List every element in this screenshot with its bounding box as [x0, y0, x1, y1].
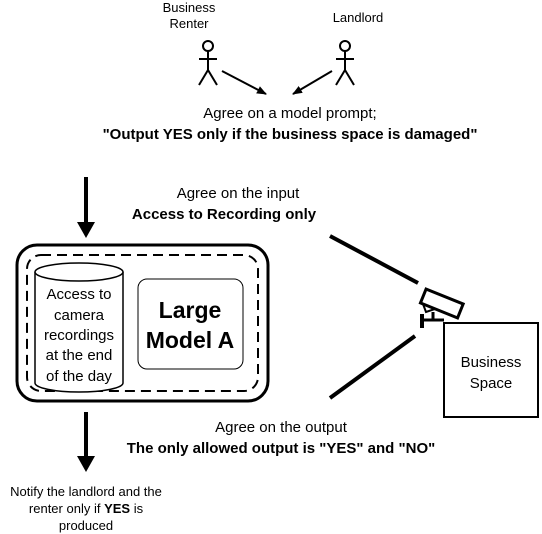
- recordings-line5: of the day: [46, 368, 112, 385]
- renter-label-line2: Renter: [169, 16, 209, 31]
- database-cylinder-icon: [34, 262, 124, 393]
- landlord-arrow: [292, 70, 333, 95]
- renter-label-line1: Business: [163, 0, 216, 15]
- security-camera-icon: [418, 287, 466, 328]
- notify-line2-suffix: is: [130, 501, 144, 516]
- prompt-text: "Output YES only if the business space i…: [103, 126, 478, 143]
- model-line1: Large: [159, 297, 222, 323]
- input-arrow-head: [77, 222, 95, 238]
- recordings-line2: camera: [54, 307, 105, 324]
- stick-figure-icon: [335, 40, 355, 86]
- notify-line1: Notify the landlord and the: [10, 484, 162, 499]
- input-heading: Agree on the input: [177, 185, 300, 202]
- recordings-line3: recordings: [44, 327, 114, 344]
- camera-view-line-bottom: [328, 334, 417, 400]
- output-text: The only allowed output is "YES" and "NO…: [127, 440, 435, 457]
- notify-line2: renter only if YES is: [29, 501, 144, 516]
- prompt-heading: Agree on a model prompt;: [203, 105, 376, 122]
- output-arrow-head: [77, 456, 95, 472]
- landlord-label: Landlord: [333, 10, 384, 25]
- notify-line2-prefix: renter only if: [29, 501, 104, 516]
- camera-view-line-top: [329, 234, 419, 285]
- model-line2: Model A: [146, 327, 235, 353]
- recordings-line1: Access to: [46, 286, 111, 303]
- business-space-box: [443, 322, 539, 418]
- notify-line3: produced: [59, 518, 113, 533]
- enclosure-dashed-border: [26, 254, 259, 392]
- business-space-line1: Business: [461, 354, 522, 371]
- input-text: Access to Recording only: [132, 206, 317, 223]
- recordings-line4: at the end: [46, 347, 113, 364]
- stick-figure-icon: [198, 40, 218, 86]
- model-box: [137, 278, 244, 370]
- notify-line2-bold: YES: [104, 501, 130, 516]
- output-heading: Agree on the output: [215, 419, 348, 436]
- enclosure-box: [15, 243, 270, 403]
- business-space-line2: Space: [470, 375, 513, 392]
- renter-arrow: [221, 70, 267, 95]
